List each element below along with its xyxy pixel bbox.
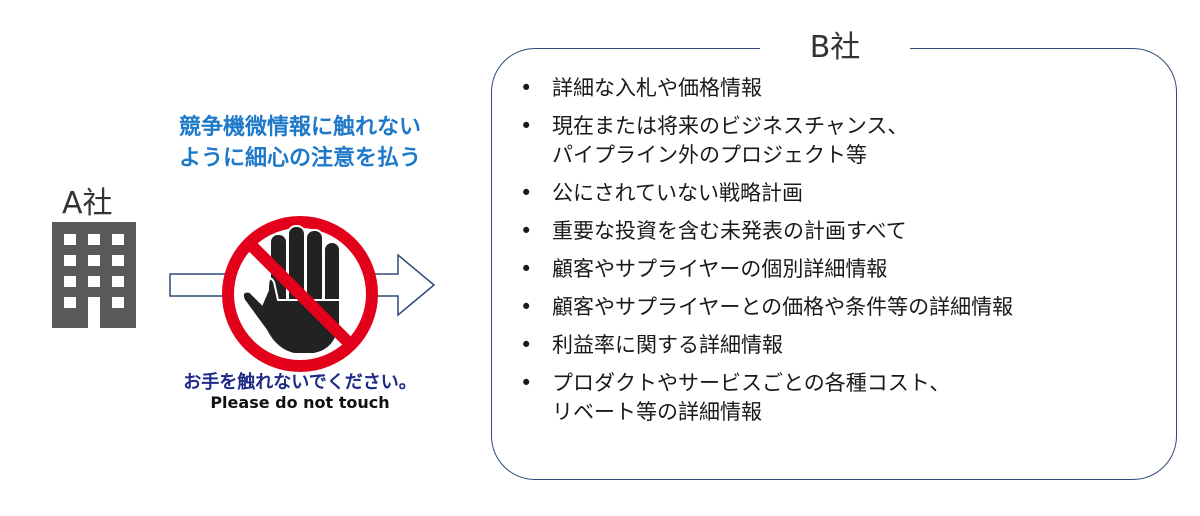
sensitive-info-list: 詳細な入札や価格情報 現在または将来のビジネスチャンス、 パイプライン外のプロジ… [518,74,1168,436]
warning-line-2: ように細心の注意を払う [178,146,421,171]
list-item-text: プロダクトやサービスごとの各種コスト、 [552,371,951,395]
list-item-text: 公にされていない戦略計画 [552,181,803,205]
building-icon [52,222,136,328]
no-touch-hand-icon [222,216,378,372]
company-b-label: B社 [760,27,910,69]
no-touch-notice-en: Please do not touch [210,393,390,412]
list-item: 顧客やサプライヤーとの価格や条件等の詳細情報 [518,293,1168,322]
list-item: 重要な投資を含む未発表の計画すべて [518,217,1168,246]
list-item: プロダクトやサービスごとの各種コスト、 リベート等の詳細情報 [518,369,1168,427]
warning-text: 競争機微情報に触れない ように細心の注意を払う [150,112,450,174]
list-item-text: 利益率に関する詳細情報 [552,333,783,357]
list-item-text: 顧客やサプライヤーの個別詳細情報 [552,257,888,281]
warning-line-1: 競争機微情報に触れない [178,115,421,140]
list-item: 利益率に関する詳細情報 [518,331,1168,360]
list-item-text: パイプライン外のプロジェクト等 [552,143,867,167]
list-item-text: 詳細な入札や価格情報 [552,76,762,100]
list-item-text: 現在または将来のビジネスチャンス、 [552,114,909,138]
list-item: 詳細な入札や価格情報 [518,74,1168,103]
list-item: 顧客やサプライヤーの個別詳細情報 [518,255,1168,284]
list-item-text: 顧客やサプライヤーとの価格や条件等の詳細情報 [552,295,1014,319]
company-a-label: A社 [62,186,113,221]
list-item-text: リベート等の詳細情報 [552,400,762,424]
list-item: 現在または将来のビジネスチャンス、 パイプライン外のプロジェクト等 [518,112,1168,170]
no-touch-notice-jp: お手を触れないでください。 [183,372,417,393]
list-item: 公にされていない戦略計画 [518,179,1168,208]
list-item-text: 重要な投資を含む未発表の計画すべて [552,219,907,243]
